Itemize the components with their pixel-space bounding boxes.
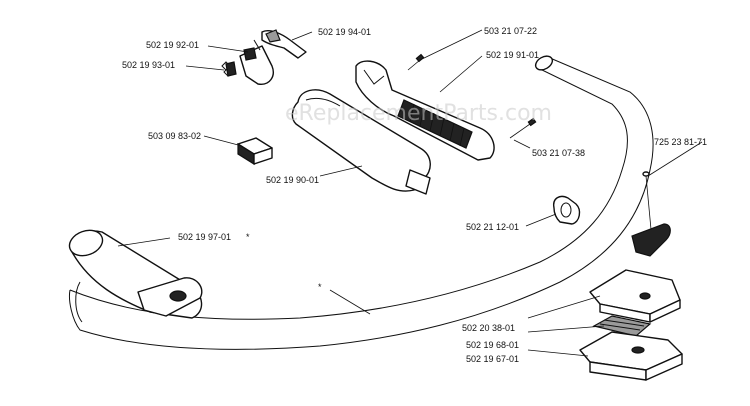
- label-502-19-97-01: 502 19 97-01: [178, 232, 231, 242]
- stop-switch: [237, 137, 273, 166]
- grommet: [553, 195, 581, 225]
- label-502-19-92-01: 502 19 92-01: [146, 40, 199, 50]
- spring: [221, 61, 237, 77]
- label-502-19-91-01: 502 19 91-01: [486, 50, 539, 60]
- label-503-21-07-38: 503 21 07-38: [532, 148, 585, 158]
- screw-top: [407, 53, 425, 71]
- handle-half: [355, 60, 495, 161]
- handlebar-tube: [69, 55, 654, 350]
- asterisk-marker-grip: *: [246, 232, 250, 242]
- clamp-block-bottom: [579, 331, 683, 381]
- label-502-21-12-01: 502 21 12-01: [466, 222, 519, 232]
- label-503-21-07-22: 503 21 07-22: [484, 26, 537, 36]
- part-labels: 502 19 94-01 502 19 92-01 502 19 93-01 5…: [122, 26, 707, 364]
- front-grip: [68, 229, 203, 319]
- throttle-handle: [291, 89, 431, 195]
- leader-lines: [117, 29, 703, 357]
- watermark: eReplacementParts.com: [285, 101, 552, 126]
- label-502-19-67-01: 502 19 67-01: [466, 354, 519, 364]
- rubber-pad: [592, 315, 652, 337]
- label-725-23-81-71: 725 23 81-71: [654, 137, 707, 147]
- label-502-19-94-01: 502 19 94-01: [318, 27, 371, 37]
- label-503-09-83-02: 503 09 83-02: [148, 131, 201, 141]
- label-502-19-93-01: 502 19 93-01: [122, 60, 175, 70]
- label-502-19-90-01: 502 19 90-01: [266, 175, 319, 185]
- screw-right: [509, 117, 537, 139]
- grip-ribs: [409, 103, 465, 147]
- label-502-19-68-01: 502 19 68-01: [466, 340, 519, 350]
- asterisk-marker-tube: *: [318, 282, 322, 292]
- label-502-20-38-01: 502 20 38-01: [462, 323, 515, 333]
- clamp-knob: [631, 223, 671, 257]
- clamp-block-top: [589, 269, 681, 323]
- throttle-trigger: [239, 29, 307, 85]
